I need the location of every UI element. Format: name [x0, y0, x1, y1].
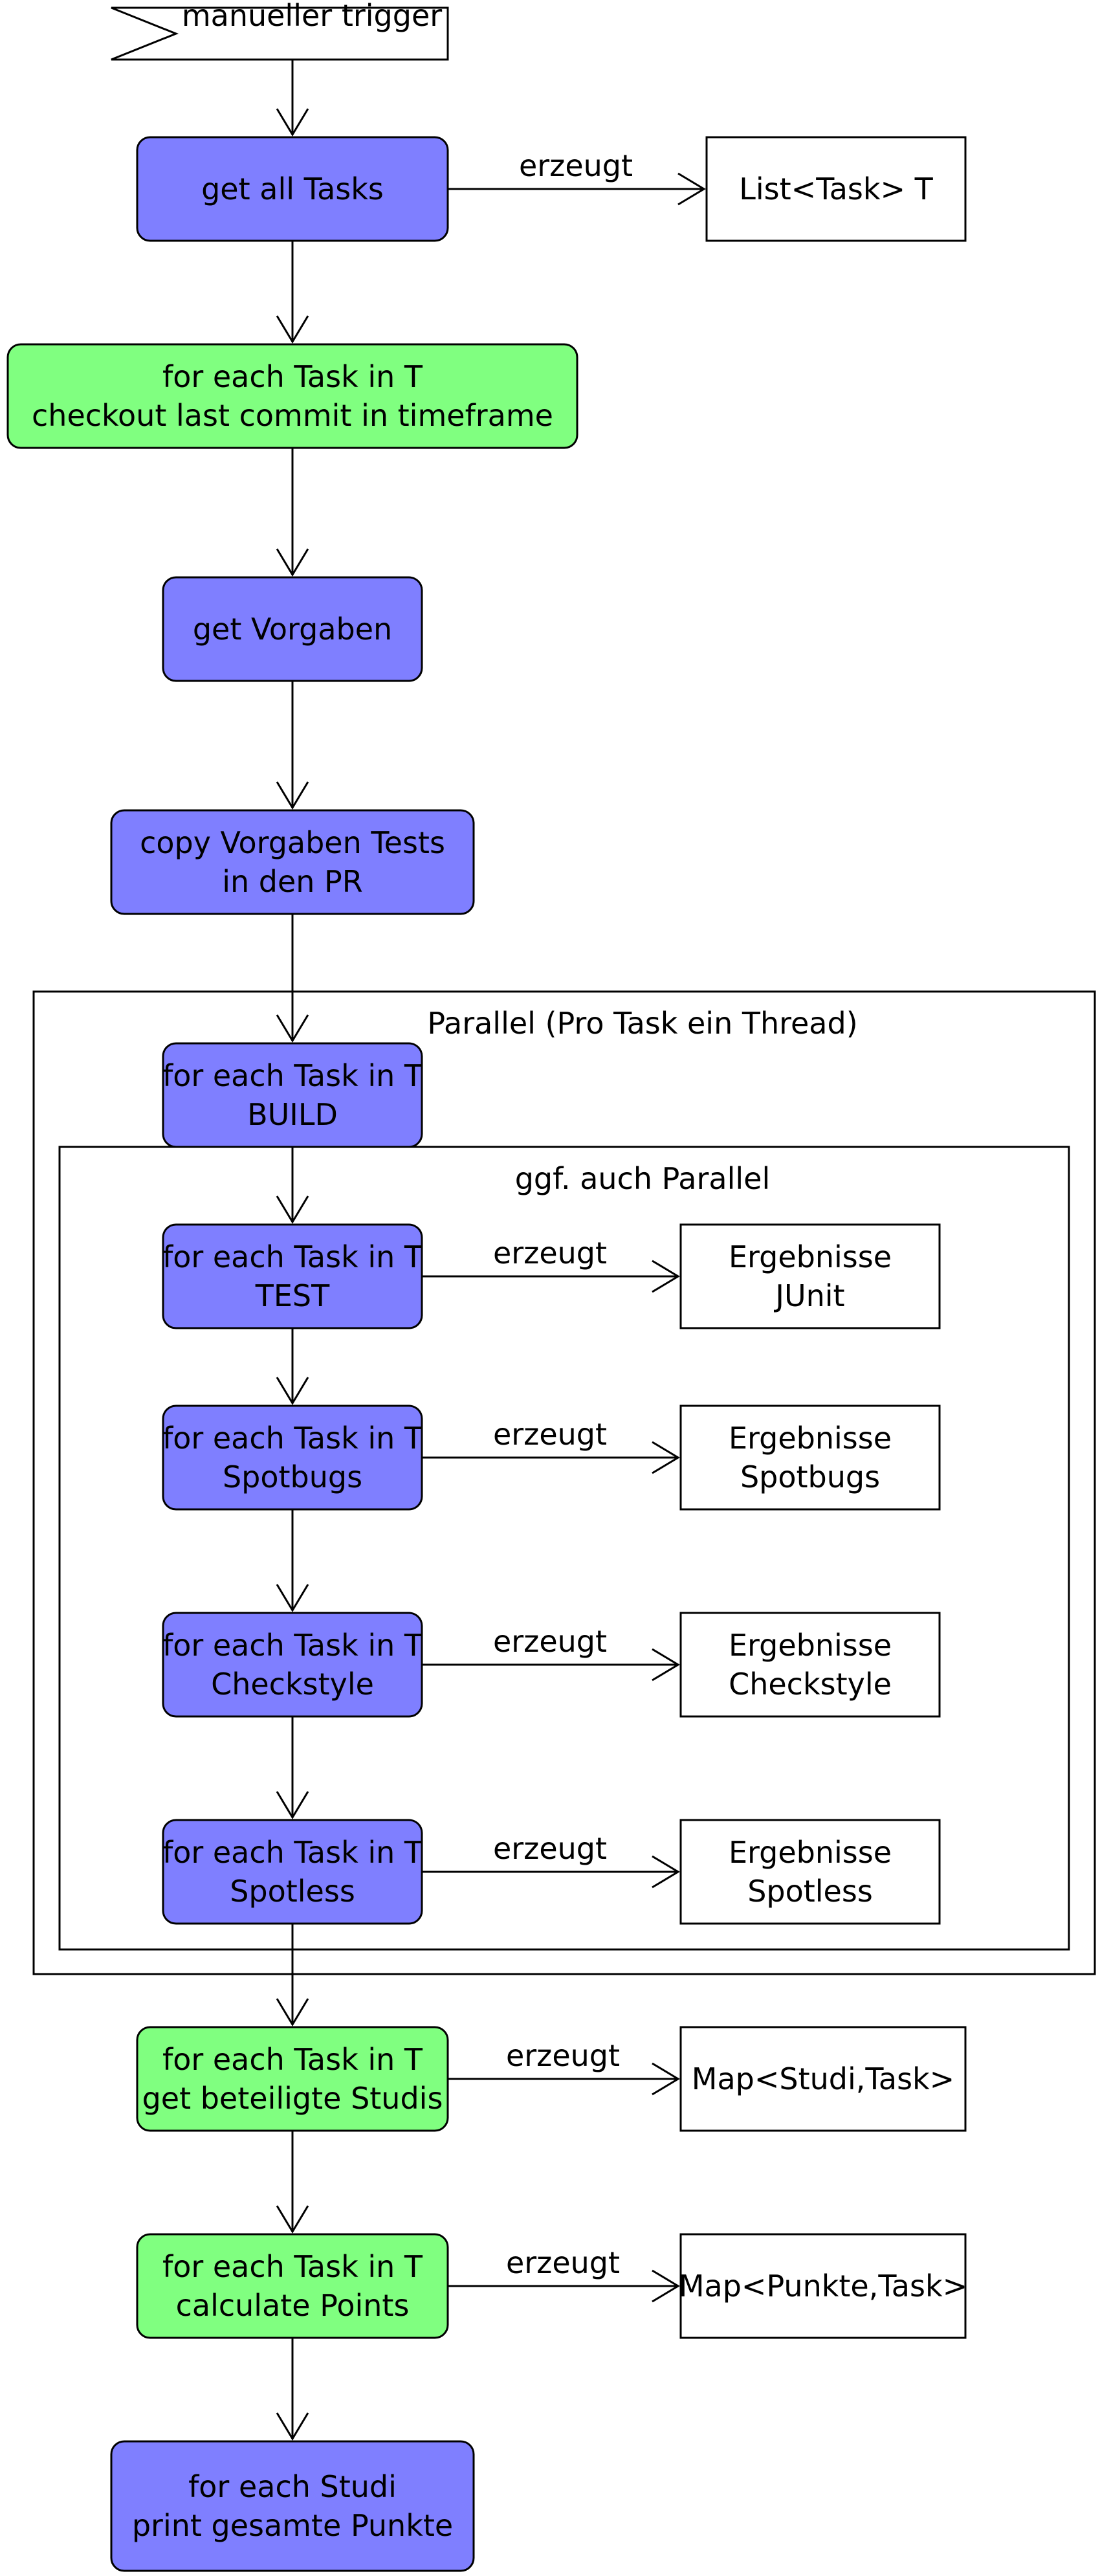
node-get-all-tasks: get all Tasks [136, 136, 449, 242]
output-task-list: List<Task> T [705, 136, 967, 242]
edge-label-studi-map: erzeugt [506, 2038, 620, 2073]
node-get-vorgaben: get Vorgaben [162, 576, 423, 682]
node-text-line-1: for each Task in T [162, 1058, 423, 1093]
node-text-line-2: BUILD [247, 1097, 338, 1132]
output-map-punkte-task: Map<Punkte,Task> [679, 2233, 967, 2339]
output-text-line-1: Ergebnisse [729, 1628, 892, 1663]
edges [276, 60, 706, 2441]
output-text: List<Task> T [739, 172, 933, 206]
output-ergebnisse-checkstyle: Ergebnisse Checkstyle [679, 1612, 941, 1718]
node-text-line-2: Checkstyle [211, 1667, 374, 1702]
node-text-line-1: for each Task in T [162, 1835, 423, 1870]
node-text-line-2: in den PR [222, 864, 363, 899]
node-text-line-2: calculate Points [176, 2288, 410, 2323]
output-map-studi-task: Map<Studi,Task> [679, 2026, 967, 2132]
node-text-line-2: TEST [255, 1278, 330, 1313]
node-text-line-1: for each Task in T [162, 2042, 423, 2077]
optional-parallel-container [58, 1146, 1070, 1951]
node-text-line-1: copy Vorgaben Tests [140, 825, 445, 860]
node-spotless: for each Task in T Spotless [162, 1819, 423, 1925]
output-text-line-2: JUnit [773, 1278, 844, 1313]
node-text-line-2: checkout last commit in timeframe [32, 398, 553, 433]
edge-label-spotbugs: erzeugt [493, 1417, 607, 1452]
output-text-line-1: Ergebnisse [729, 1239, 892, 1274]
node-text-line-1: for each Task in T [162, 1239, 423, 1274]
edge-label-task-list: erzeugt [519, 148, 633, 183]
node-print-gesamte-punkte: for each Studi print gesamte Punkte [110, 2440, 475, 2572]
node-checkout-last-commit: for each Task in T checkout last commit … [6, 343, 578, 449]
parallel-container-label: Parallel (Pro Task ein Thread) [427, 1006, 857, 1041]
output-text-line-2: Checkstyle [729, 1667, 892, 1702]
node-build: for each Task in T BUILD [162, 1042, 423, 1148]
optional-parallel-container-label: ggf. auch Parallel [515, 1161, 771, 1196]
node-text-line-2: Spotless [230, 1874, 355, 1909]
node-copy-vorgaben-tests: copy Vorgaben Tests in den PR [110, 809, 475, 915]
node-checkstyle: for each Task in T Checkstyle [162, 1612, 423, 1718]
edge-label-points-map: erzeugt [506, 2245, 620, 2280]
node-text-line-1: for each Task in T [162, 1628, 423, 1663]
node-calculate-points: for each Task in T calculate Points [136, 2233, 449, 2339]
manual-trigger-shape [111, 6, 449, 61]
node-text-line-2: get beteiligte Studis [142, 2081, 443, 2116]
output-ergebnisse-junit: Ergebnisse JUnit [679, 1223, 941, 1329]
edge-label-spotless: erzeugt [493, 1831, 607, 1866]
edge-label-junit: erzeugt [493, 1236, 607, 1271]
output-ergebnisse-spotless: Ergebnisse Spotless [679, 1819, 941, 1925]
node-text-line-1: for each Studi [188, 2469, 397, 2504]
node-text-line-1: for each Task in T [162, 2249, 423, 2284]
node-test: for each Task in T TEST [162, 1223, 423, 1329]
node-get-beteiligte-studis: for each Task in T get beteiligte Studis [136, 2026, 449, 2132]
output-ergebnisse-spotbugs: Ergebnisse Spotbugs [679, 1405, 941, 1511]
node-spotbugs: for each Task in T Spotbugs [162, 1405, 423, 1511]
node-text: get Vorgaben [193, 612, 392, 647]
node-text: get all Tasks [201, 172, 384, 206]
node-text-line-2: Spotbugs [223, 1460, 362, 1494]
node-text-line-1: for each Task in T [162, 1421, 423, 1456]
parallel-container [32, 990, 1096, 1975]
output-text: Map<Punkte,Task> [679, 2269, 967, 2304]
manual-trigger-label: manueller trigger [182, 0, 442, 33]
output-text-line-2: Spotbugs [740, 1460, 880, 1494]
node-text-line-2: print gesamte Punkte [132, 2508, 453, 2543]
output-text: Map<Studi,Task> [692, 2061, 954, 2096]
node-text-line-1: for each Task in T [162, 359, 423, 394]
output-text-line-2: Spotless [747, 1874, 873, 1909]
edge-label-checkstyle: erzeugt [493, 1624, 607, 1659]
output-text-line-1: Ergebnisse [729, 1835, 892, 1870]
output-text-line-1: Ergebnisse [729, 1421, 892, 1456]
